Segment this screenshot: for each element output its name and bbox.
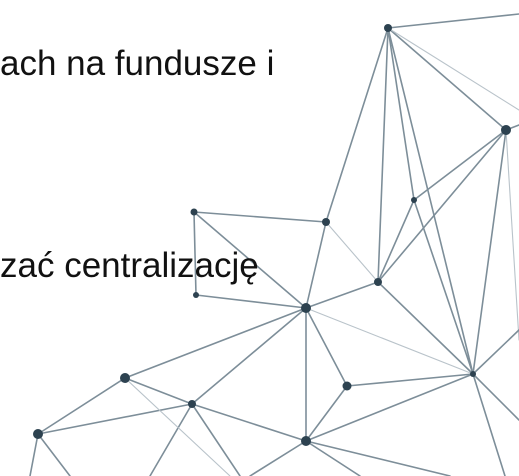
slide-text-line: ach na fundusze i	[0, 44, 275, 83]
network-edge	[191, 307, 307, 405]
network-edge	[195, 294, 307, 309]
network-edge	[387, 27, 474, 375]
network-edge	[346, 373, 474, 387]
network-edge	[29, 433, 39, 476]
network-edge	[305, 440, 361, 476]
network-node	[374, 278, 382, 286]
network-edge	[387, 27, 507, 131]
network-edge	[472, 329, 519, 375]
network-node	[322, 218, 330, 226]
network-edge	[325, 27, 389, 223]
network-edges	[29, 13, 519, 476]
network-edge	[193, 211, 307, 309]
network-edge	[413, 129, 507, 201]
network-node	[501, 125, 511, 135]
network-edge	[413, 199, 474, 375]
network-edge	[505, 129, 519, 341]
network-edge	[305, 281, 379, 309]
network-edge	[37, 433, 71, 476]
network-edge	[124, 377, 231, 476]
network-node	[120, 373, 130, 383]
network-node	[470, 371, 476, 377]
network-edge	[305, 385, 348, 442]
network-edge	[305, 440, 451, 476]
network-edge	[387, 27, 519, 111]
network-edge	[249, 440, 307, 476]
network-edge	[37, 403, 193, 435]
network-edge	[191, 403, 307, 442]
network-edge	[387, 27, 415, 201]
network-node	[190, 208, 198, 216]
slide-text-line: zać centralizację	[0, 246, 259, 285]
network-edge	[387, 13, 519, 29]
network-node	[411, 197, 417, 203]
network-edge	[472, 373, 519, 421]
network-edge	[124, 307, 307, 379]
network-edge	[305, 307, 348, 387]
network-edge	[472, 129, 507, 375]
network-node	[193, 292, 199, 298]
network-edge	[149, 403, 193, 476]
network-edge	[377, 199, 415, 283]
network-edge	[325, 221, 379, 283]
network-edge	[193, 211, 327, 223]
network-edge	[377, 129, 507, 283]
network-edge	[305, 307, 474, 375]
network-node	[342, 381, 352, 391]
network-edge	[305, 221, 327, 309]
network-edge	[377, 27, 389, 283]
network-edge	[37, 377, 126, 435]
network-nodes	[33, 24, 511, 446]
network-edge	[124, 377, 193, 405]
network-edge	[193, 211, 197, 296]
network-node	[33, 429, 43, 439]
network-node	[384, 24, 392, 32]
network-edge	[377, 281, 474, 375]
network-node	[301, 436, 311, 446]
network-node	[188, 400, 196, 408]
network-node	[301, 303, 311, 313]
network-edge	[191, 403, 241, 476]
network-edge	[305, 373, 474, 442]
network-edge	[472, 373, 506, 476]
